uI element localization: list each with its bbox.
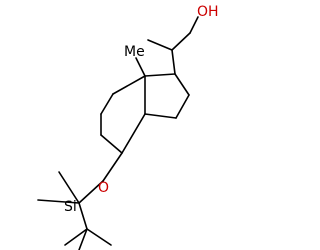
bond-c1-c2 (174, 73, 190, 96)
methyl-stereo-label: Me (124, 44, 145, 60)
bond-tbutyl-methyl-3 (78, 228, 88, 250)
bond-si-methyl-2 (37, 199, 80, 204)
molecule-diagram: OH Me O Si (0, 0, 250, 250)
bond-ch2-oh (189, 16, 199, 34)
bond-angular-methyl (135, 57, 146, 77)
bond-c7a-c7 (112, 75, 146, 95)
bond-tbutyl-methyl-2 (86, 228, 112, 246)
bond-si-methyl-1 (58, 171, 80, 204)
bond-sidechain-methyl (147, 39, 173, 51)
bond-tbutyl-methyl-1 (64, 228, 88, 246)
bond-c4-oxygen (102, 152, 123, 182)
hydroxyl-label: OH (197, 4, 219, 20)
bond-c7-c6 (100, 93, 114, 115)
bond-sidechain-ch2 (171, 32, 191, 51)
bond-si-tbutyl (78, 202, 88, 230)
bond-c3-c3a (144, 113, 177, 119)
silicon-label: Si (64, 199, 77, 215)
bond-c2-c3 (175, 94, 190, 119)
bond-ring-to-sidechain (171, 49, 176, 75)
bond-c7a-c1 (144, 73, 176, 77)
bond-c4-c3a (121, 113, 146, 154)
ether-oxygen-label: O (98, 180, 109, 196)
bond-oxygen-silicon (78, 180, 104, 204)
background (0, 0, 250, 250)
bond-c5-c4 (100, 134, 123, 154)
